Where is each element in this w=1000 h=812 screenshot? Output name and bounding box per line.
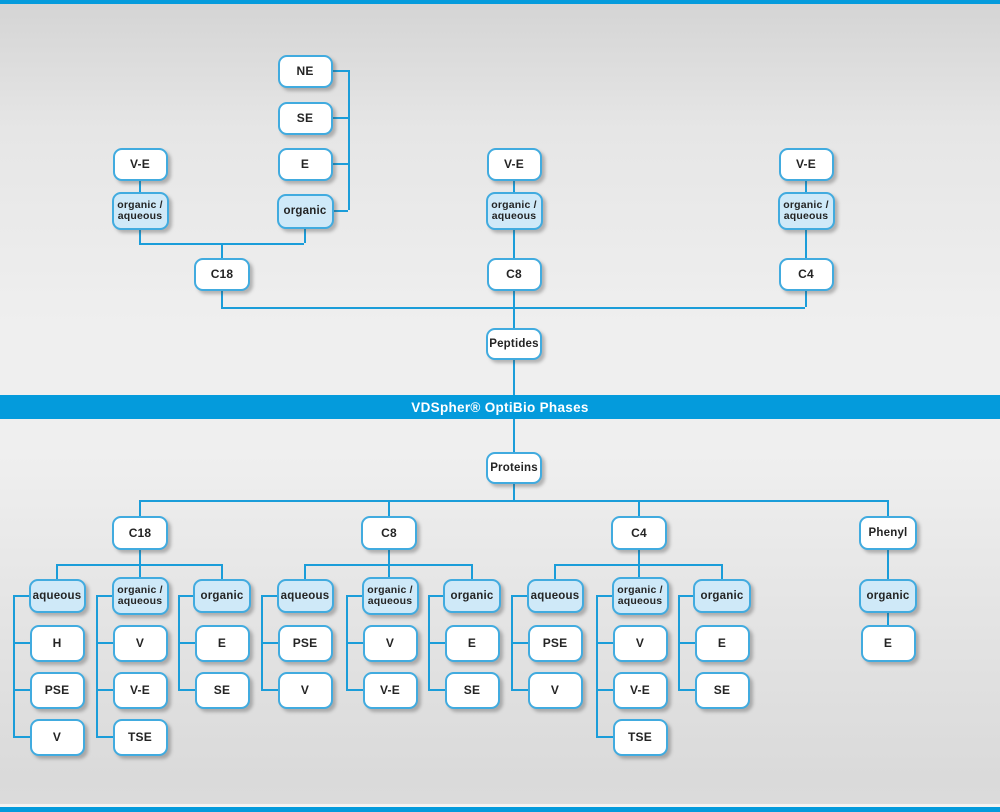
connector-line [139,532,141,595]
connector-line [513,343,515,395]
node-ve-c4-top: V-E [778,147,834,181]
node-organic-top: organic [276,193,334,229]
top-accent-bar [0,0,1000,4]
node-c18-or-e: E [194,624,250,662]
node-c8-aq-v: V [277,671,333,709]
node-c8-organic: organic [443,579,501,613]
node-peptides: Peptides [486,328,542,360]
connector-line [805,163,807,307]
node-c18-oa-tse: TSE [112,718,168,756]
node-e-top: E [277,147,333,181]
node-c18-aq-pse: PSE [29,671,85,709]
connector-line [96,595,98,736]
connector-line [221,307,805,309]
banner: VDSpher® OptiBio Phases [0,395,1000,419]
node-c4-top: C4 [778,257,834,291]
node-c8-or-e: E [444,624,500,662]
node-c18-bottom: C18 [112,516,168,550]
node-orgaq-c8-top: organic / aqueous [485,192,543,230]
node-c18-orgaq: organic / aqueous [111,577,169,615]
node-c8-bottom: C8 [361,516,417,550]
node-c4-or-e: E [694,624,750,662]
node-c8-or-se: SE [444,671,500,709]
node-c4-aq-pse: PSE [527,624,583,662]
node-orgaq-c4-top: organic / aqueous [777,192,835,230]
node-c8-oa-v: V [362,624,418,662]
connector-line [638,532,640,595]
node-c18-aq-v: V [29,718,85,756]
node-phenyl: Phenyl [859,516,917,550]
node-c18-or-se: SE [194,671,250,709]
node-c18-organic: organic [193,579,251,613]
node-ve-c8-top: V-E [486,147,542,181]
connector-line [388,532,390,595]
node-ne: NE [277,54,333,88]
node-c4-oa-v: V [612,624,668,662]
bottom-accent-bar [0,807,1000,812]
node-c18-oa-v: V [112,624,168,662]
connector-line [13,595,15,736]
node-c4-orgaq: organic / aqueous [611,577,669,615]
node-c4-aqueous: aqueous [526,579,584,613]
connector-line [304,564,471,566]
connector-line [554,564,721,566]
node-phenyl-organic: organic [859,579,917,613]
node-c4-aq-v: V [527,671,583,709]
node-c18-oa-ve: V-E [112,671,168,709]
node-se: SE [277,101,333,135]
node-c4-oa-ve: V-E [612,671,668,709]
banner-title: VDSpher® OptiBio Phases [411,399,589,415]
node-orgaq-c18-top: organic / aqueous [111,192,169,230]
node-c8-orgaq: organic / aqueous [361,577,419,615]
connector-line [56,564,221,566]
node-c18-top: C18 [194,257,250,291]
node-c4-oa-tse: TSE [612,718,668,756]
node-c8-top: C8 [486,257,542,291]
connector-line [139,500,887,502]
connector-line [513,163,515,343]
node-c8-oa-ve: V-E [362,671,418,709]
node-proteins: Proteins [486,452,542,484]
node-c8-aqueous: aqueous [276,579,334,613]
connector-line [348,70,350,210]
node-c4-organic: organic [693,579,751,613]
connector-line [596,595,598,736]
node-c8-aq-pse: PSE [277,624,333,662]
node-c18-aq-h: H [29,624,85,662]
node-c18-aqueous: aqueous [28,579,86,613]
node-c4-or-se: SE [694,671,750,709]
node-c4-bottom: C4 [611,516,667,550]
node-phenyl-or-e: E [860,624,916,662]
bottom-light-strip [0,804,1000,807]
node-ve-c18-top: V-E [112,147,168,181]
